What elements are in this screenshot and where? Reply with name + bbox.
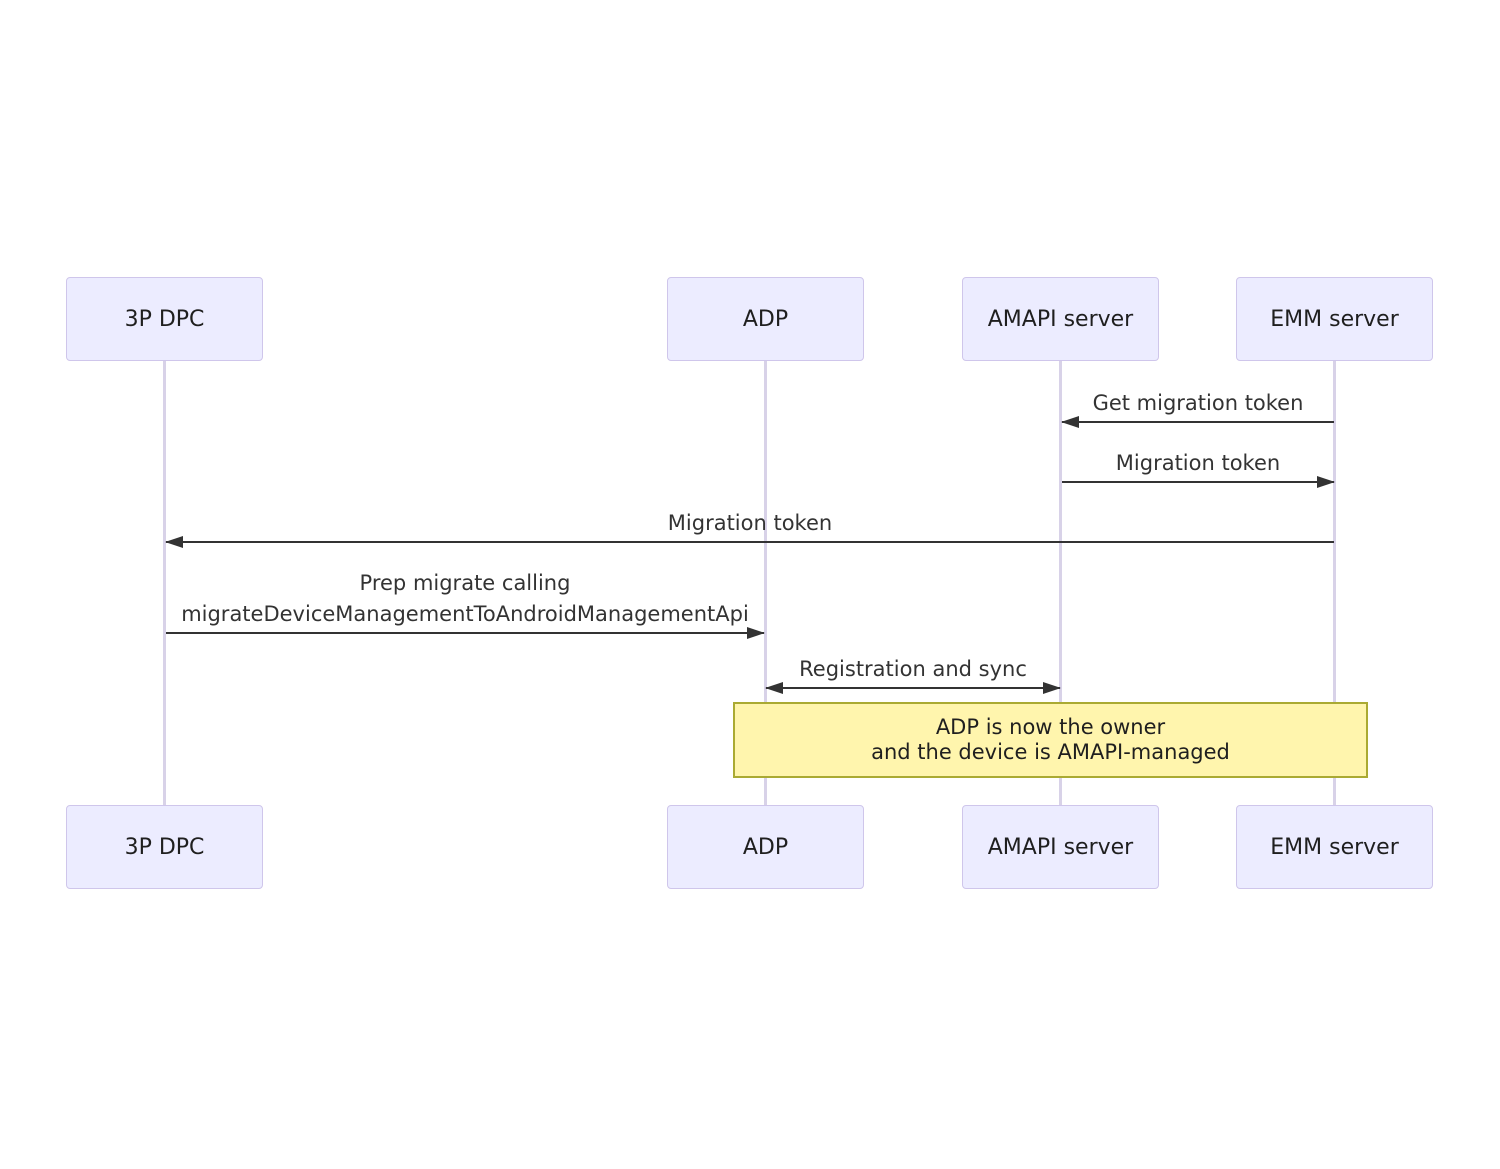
- message-label: Migration token: [667, 511, 833, 535]
- note-line-1: ADP is now the owner: [935, 715, 1166, 739]
- actor-label: 3P DPC: [124, 306, 205, 332]
- message-get-migration-token: Get migration token: [1061, 390, 1334, 428]
- actor-label: EMM server: [1270, 306, 1399, 332]
- message-migration-token-to-emm: Migration token: [1062, 450, 1335, 488]
- message-arrow-line: [166, 627, 765, 639]
- message-label: Get migration token: [1092, 391, 1304, 415]
- actor-top-amapi-server: AMAPI server: [962, 277, 1159, 361]
- lifeline-adp: [764, 361, 767, 805]
- actor-bottom-adp: ADP: [667, 805, 864, 889]
- actor-label: ADP: [742, 306, 789, 332]
- message-arrow-line: [1061, 416, 1334, 428]
- message-arrow-line: [165, 536, 1334, 548]
- note-adp-owner: ADP is now the owner and the device is A…: [733, 702, 1368, 778]
- message-prep-migrate: Prep migrate calling migrateDeviceManage…: [166, 570, 765, 639]
- message-label-line-1: Prep migrate calling: [359, 571, 571, 595]
- actor-top-emm-server: EMM server: [1236, 277, 1433, 361]
- actor-bottom-3p-dpc: 3P DPC: [66, 805, 263, 889]
- message-registration-and-sync: Registration and sync: [765, 656, 1061, 694]
- note-line-2: and the device is AMAPI-managed: [871, 740, 1230, 764]
- arrowhead-right-icon: [1043, 682, 1061, 694]
- actor-label: ADP: [742, 834, 789, 860]
- lifeline-3p-dpc: [163, 361, 166, 805]
- arrowhead-right-icon: [1317, 476, 1335, 488]
- actor-bottom-emm-server: EMM server: [1236, 805, 1433, 889]
- arrowhead-left-icon: [765, 682, 783, 694]
- actor-label: EMM server: [1270, 834, 1399, 860]
- actor-label: AMAPI server: [987, 306, 1134, 332]
- message-label: Registration and sync: [799, 657, 1027, 681]
- actor-bottom-amapi-server: AMAPI server: [962, 805, 1159, 889]
- message-migration-token-to-dpc: Migration token: [165, 510, 1334, 548]
- arrowhead-right-icon: [747, 627, 765, 639]
- actor-top-adp: ADP: [667, 277, 864, 361]
- message-label: Migration token: [1115, 451, 1281, 475]
- actor-top-3p-dpc: 3P DPC: [66, 277, 263, 361]
- actor-label: 3P DPC: [124, 834, 205, 860]
- lifeline-emm-server: [1333, 361, 1336, 805]
- message-arrow-line: [1062, 476, 1335, 488]
- actor-label: AMAPI server: [987, 834, 1134, 860]
- message-arrow-line: [765, 682, 1061, 694]
- lifeline-amapi-server: [1059, 361, 1062, 805]
- arrowhead-left-icon: [165, 536, 183, 548]
- arrowhead-left-icon: [1061, 416, 1079, 428]
- message-label-line-2: migrateDeviceManagementToAndroidManageme…: [181, 602, 749, 626]
